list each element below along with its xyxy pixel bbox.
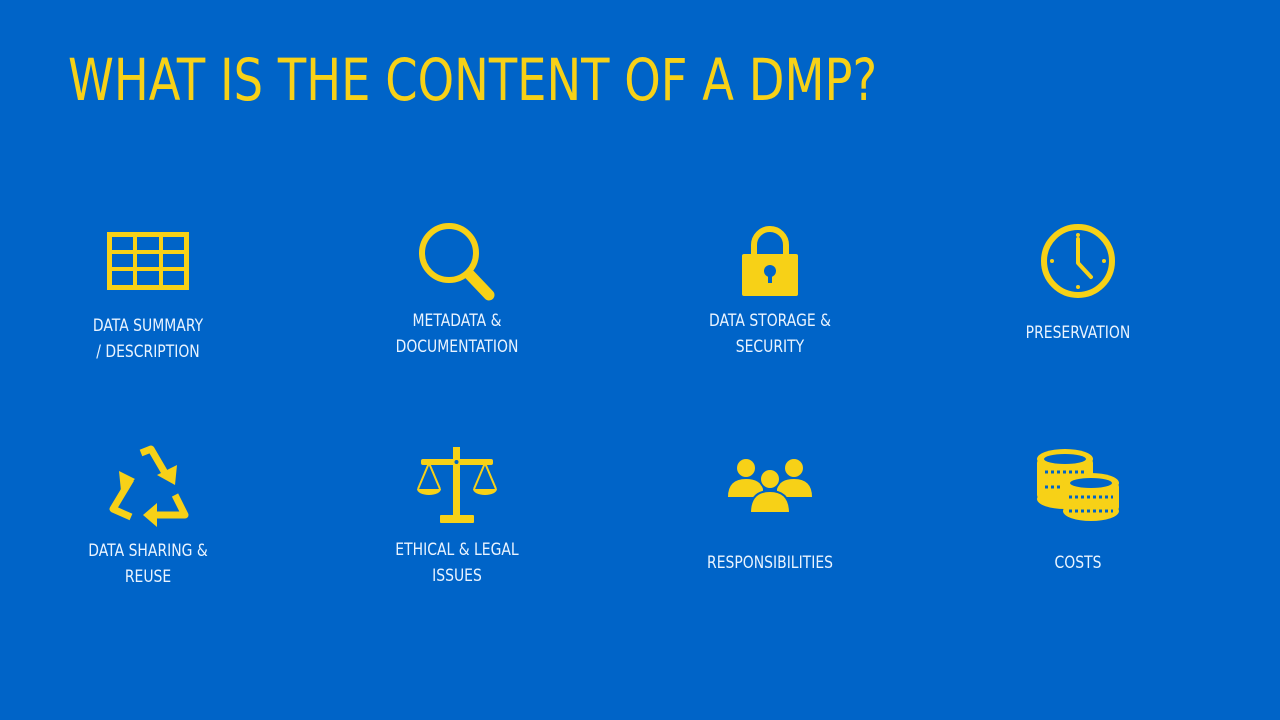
item-label: COSTS [1054, 553, 1102, 573]
item-responsibilities: RESPONSIBILITIES [670, 440, 870, 590]
item-preservation: PRESERVATION [978, 215, 1178, 365]
item-label: DATA SUMMARY / DESCRIPTION [92, 316, 204, 362]
item-storage-security: DATA STORAGE & SECURITY [670, 215, 870, 365]
people-group-icon [727, 457, 813, 513]
padlock-icon [740, 223, 800, 297]
slide-title: WHAT IS THE CONTENT OF A DMP? [68, 46, 878, 114]
table-grid-icon [107, 232, 189, 290]
item-ethical-legal: ETHICAL & LEGAL ISSUES [357, 440, 557, 590]
item-label: DATA SHARING & REUSE [88, 541, 208, 587]
magnifier-icon [416, 220, 498, 304]
item-label: PRESERVATION [1025, 323, 1131, 343]
item-sharing-reuse: DATA SHARING & REUSE [48, 440, 248, 590]
item-label: DATA STORAGE & SECURITY [708, 311, 832, 357]
scales-icon [416, 445, 498, 527]
item-label: RESPONSIBILITIES [707, 553, 833, 573]
item-data-summary: DATA SUMMARY / DESCRIPTION [48, 220, 248, 370]
item-label: METADATA & DOCUMENTATION [395, 311, 519, 357]
recycle-icon [105, 443, 191, 527]
coins-stack-icon [1035, 449, 1121, 523]
clock-icon [1039, 222, 1117, 300]
item-costs: COSTS [978, 440, 1178, 590]
item-label: ETHICAL & LEGAL ISSUES [395, 540, 519, 586]
item-metadata: METADATA & DOCUMENTATION [357, 215, 557, 365]
